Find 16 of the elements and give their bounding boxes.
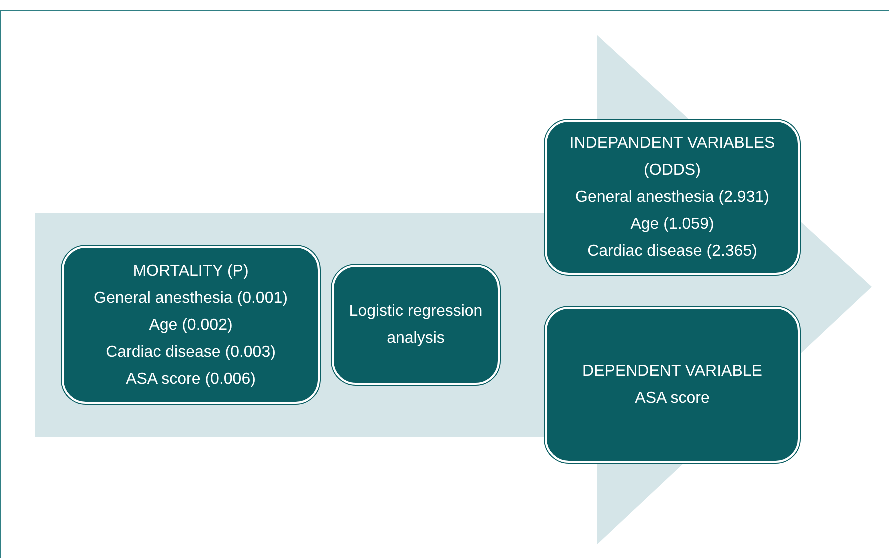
box-heading: MORTALITY (P) [133, 262, 249, 282]
result-box [62, 246, 320, 404]
list-item: Age (0.002) [149, 316, 233, 336]
list-item: Cardiac disease (2.365) [588, 242, 758, 262]
list-item: General anesthesia (2.931) [576, 188, 770, 208]
list-item: Age (1.059) [630, 215, 714, 235]
list-item: ASA score (0.006) [126, 370, 256, 390]
result-box [545, 307, 800, 463]
result-box [545, 120, 800, 275]
box-text: Logistic regression analysis [348, 302, 484, 349]
box-heading: INDEPANDENT VARIABLES (ODDS) [568, 134, 776, 181]
box-heading: DEPENDENT VARIABLE [582, 362, 762, 382]
list-item: General anesthesia (0.001) [94, 288, 288, 308]
list-item: Cardiac disease (0.003) [106, 342, 276, 362]
list-item: ASA score [635, 389, 710, 409]
method-box [332, 265, 500, 385]
